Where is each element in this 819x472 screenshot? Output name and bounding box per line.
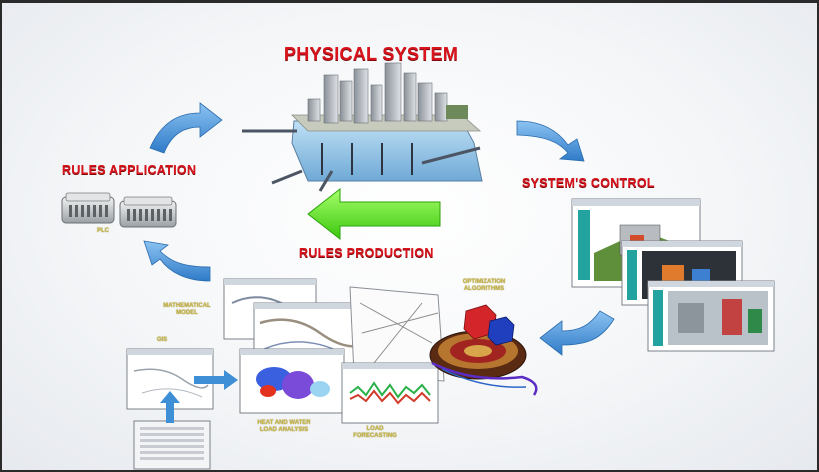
rules-production-arrow [307,187,441,241]
plc-label: PLC [97,228,109,234]
optimization-algorithms-label: OPTIMIZATION ALGORITHMS [462,279,506,292]
control-screen-thumbnail [571,198,775,352]
diagram-artwork [61,62,775,470]
data-flow-arrow-right [194,370,238,390]
cycle-arrow-to-rules-application [143,240,211,282]
cycle-arrow-to-models [539,310,615,356]
mathematical-model-label: MATHEMATICAL MODEL [163,303,211,316]
systems-control-title: SYSTEM'S CONTROL [522,176,655,190]
models-collage [126,278,445,470]
rules-application-title: RULES APPLICATION [62,163,197,177]
dice-icon [463,304,515,346]
physical-system-title: PHYSICAL SYSTEM [284,44,459,64]
roulette-wheel-icon [429,330,538,396]
cycle-arrow-to-physical [149,102,223,154]
cycle-arrow-to-control [516,120,585,162]
city-block-illustration [242,62,483,192]
heat-water-load-label: HEAT AND WATER LOAD ANALYSIS [257,420,311,433]
gis-label: GIS [156,337,168,343]
load-forecasting-label: LOAD FORECASTING [353,426,397,439]
plc-device-icon [61,192,177,228]
rules-production-title: RULES PRODUCTION [299,246,434,260]
data-flow-arrow-up [160,391,180,423]
